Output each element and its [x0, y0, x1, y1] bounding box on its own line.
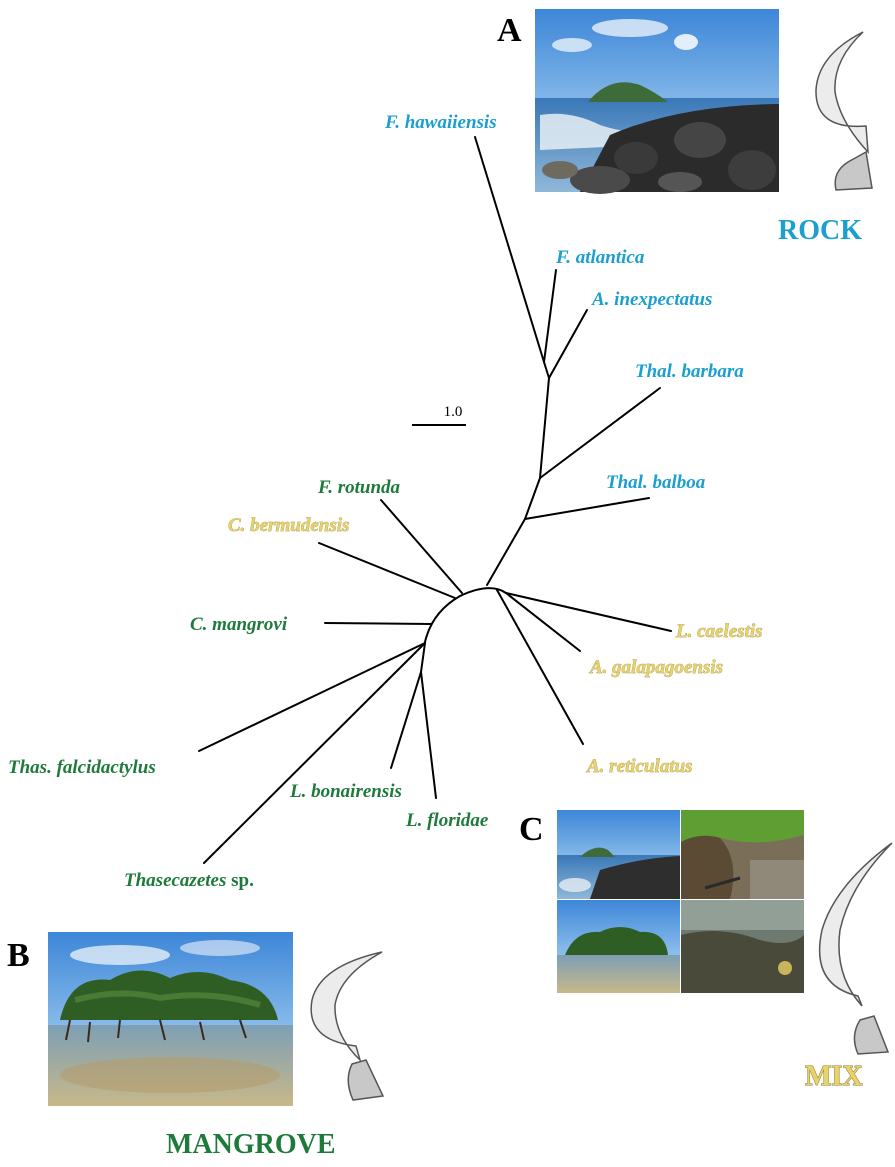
taxon-f-atlantica: F. atlantica [555, 247, 645, 268]
habitat-label-mangrove: MANGROVE [166, 1129, 336, 1160]
habitat-label-mix: MIX [805, 1061, 863, 1092]
panel-label-a: A [497, 12, 522, 49]
taxon-c-mangrovi: C. mangrovi [190, 614, 288, 635]
mangrove-dactylus-claw-icon [310, 951, 385, 1101]
panel-label-c: C [519, 811, 544, 848]
branch-l-floridae [420, 671, 437, 799]
taxon-f-rotunda: F. rotunda [317, 477, 401, 498]
taxon-thasecazetes: Thasecazetes sp. [124, 870, 254, 891]
mangrove-habitat-photo [48, 932, 293, 1106]
taxon-l-bonairensis: L. bonairensis [289, 781, 402, 802]
branch-root-arc [424, 587, 507, 643]
panel-label-b: B [7, 937, 30, 974]
habitat-label-rock: ROCK [778, 215, 862, 246]
taxon-thasecazetes-suffix: sp. [226, 870, 253, 891]
branch-internal-rock [539, 377, 550, 479]
branch-c-mangrovi [324, 622, 432, 625]
scale-bar-label: 1.0 [444, 404, 463, 420]
branch-l-caelestis [505, 592, 672, 632]
branch-a-inexpectatus [548, 309, 588, 379]
branch-f-hawaiiensis [474, 136, 545, 363]
mix-habitat-photo-collage [557, 810, 804, 993]
taxon-l-caelestis: L. caelestis [675, 621, 763, 642]
branch-internal-l [420, 642, 426, 673]
branch-thal-barbara [539, 387, 661, 479]
taxon-a-galapagoensis: A. galapagoensis [589, 657, 723, 678]
rock-habitat-photo [535, 9, 779, 194]
branch-a-reticulatus [496, 589, 584, 745]
branch-l-bonairensis [390, 671, 422, 769]
tree-branches [198, 136, 672, 864]
taxon-c-bermudensis: C. bermudensis [228, 515, 349, 536]
taxon-thasecazetes-genus: Thasecazetes [124, 870, 226, 891]
branch-thal-balboa [524, 497, 650, 520]
taxon-a-inexpectatus: A. inexpectatus [591, 289, 712, 310]
branch-c-bermudensis [318, 542, 456, 599]
taxon-thal-barbara: Thal. barbara [635, 361, 744, 382]
taxon-thal-balboa: Thal. balboa [606, 472, 706, 493]
taxon-thas-falcidactylus: Thas. falcidactylus [8, 757, 156, 778]
branch-internal-center [486, 518, 526, 586]
taxon-l-floridae: L. floridae [405, 810, 489, 831]
taxon-a-reticulatus: A. reticulatus [586, 756, 693, 777]
branch-f-rotunda [380, 499, 463, 594]
branch-internal-rock-top [543, 361, 550, 379]
rock-dactylus-claw-icon [815, 31, 873, 191]
branch-internal-rock-base [524, 477, 541, 520]
branch-a-galapagoensis [505, 592, 581, 652]
branch-thasecazetes [203, 642, 426, 864]
branch-f-atlantica [543, 269, 557, 363]
taxon-f-hawaiiensis: F. hawaiiensis [384, 112, 497, 133]
mix-dactylus-claw-icon [818, 842, 893, 1055]
branch-thas-falcidactylus [198, 642, 426, 752]
